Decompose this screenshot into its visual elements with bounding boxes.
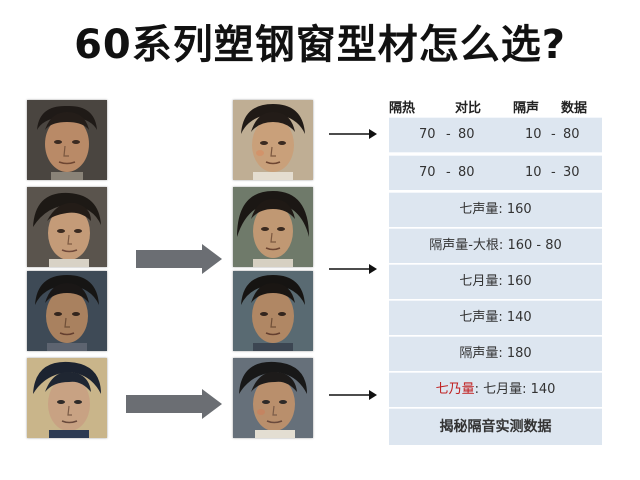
face-illustration — [27, 358, 107, 438]
portrait-right-3 — [233, 271, 313, 351]
portrait-left-3 — [27, 271, 107, 351]
table-row: 七声量: 160 — [389, 192, 602, 227]
header-cell: 数据 — [561, 101, 588, 116]
portrait-right-2 — [233, 187, 313, 267]
table-cell-text: : 七月量: 140 — [474, 382, 556, 397]
table-cell: 七乃量: 七月量: 140 — [389, 373, 602, 407]
table-cell: 七声量: 160 — [459, 202, 532, 217]
portrait-left-4 — [27, 358, 107, 438]
table-cell: 80 — [458, 127, 475, 142]
face-illustration — [233, 358, 313, 438]
table-cell: - — [551, 165, 556, 180]
header-cell: 隔声 — [513, 101, 540, 116]
arrow-right-icon — [329, 390, 377, 400]
table-cell: 80 — [458, 165, 475, 180]
face-illustration — [233, 187, 313, 267]
page-title: 60系列塑钢窗型材怎么选? — [74, 22, 566, 68]
arrow-right-icon — [329, 129, 377, 139]
arrow-right-icon — [329, 264, 377, 274]
table-row: 隔声量: 180 — [389, 336, 602, 371]
face-illustration — [27, 187, 107, 267]
table-cell: 隔声量-大根: 160 - 80 — [429, 238, 562, 253]
portrait-right-4 — [233, 358, 313, 438]
table-cell: 七月量: 160 — [459, 274, 532, 289]
portrait-right-1 — [233, 100, 313, 180]
face-illustration — [27, 271, 107, 351]
table-row: 七月量: 160 — [389, 264, 602, 299]
face-illustration — [27, 100, 107, 180]
face-illustration — [233, 100, 313, 180]
portrait-left-2 — [27, 187, 107, 267]
table-row: 隔声量-大根: 160 - 80 — [389, 228, 602, 263]
table-cell: 80 — [563, 127, 580, 142]
header-cell: 对比 — [455, 101, 482, 116]
arrow-right-icon — [126, 389, 222, 419]
table-header: 隔热 对比 隔声 数据 — [389, 93, 602, 117]
table-row: 七乃量: 七月量: 140 — [389, 372, 602, 407]
table-cell: 10 — [525, 165, 542, 180]
table-row: 七声量: 140 — [389, 300, 602, 335]
portrait-left-1 — [27, 100, 107, 180]
table-row: 70 - 80 10 - 30 — [389, 155, 602, 190]
table-footer-row: 揭秘隔音实测数据 — [389, 408, 602, 445]
table-cell: 七声量: 140 — [459, 310, 532, 325]
highlight-text: 七乃量 — [435, 382, 475, 397]
arrow-right-icon — [136, 244, 222, 274]
table-cell: - — [446, 127, 451, 142]
table-cell: 70 — [419, 165, 436, 180]
table-footer: 揭秘隔音实测数据 — [439, 419, 552, 435]
table-cell: - — [551, 127, 556, 142]
table-cell: - — [446, 165, 451, 180]
face-illustration — [233, 271, 313, 351]
table-cell: 30 — [563, 165, 580, 180]
table-row: 70 - 80 10 - 80 — [389, 117, 602, 152]
table-cell: 10 — [525, 127, 542, 142]
table-cell: 隔声量: 180 — [459, 346, 532, 361]
header-cell: 隔热 — [389, 101, 416, 116]
table-cell: 70 — [419, 127, 436, 142]
